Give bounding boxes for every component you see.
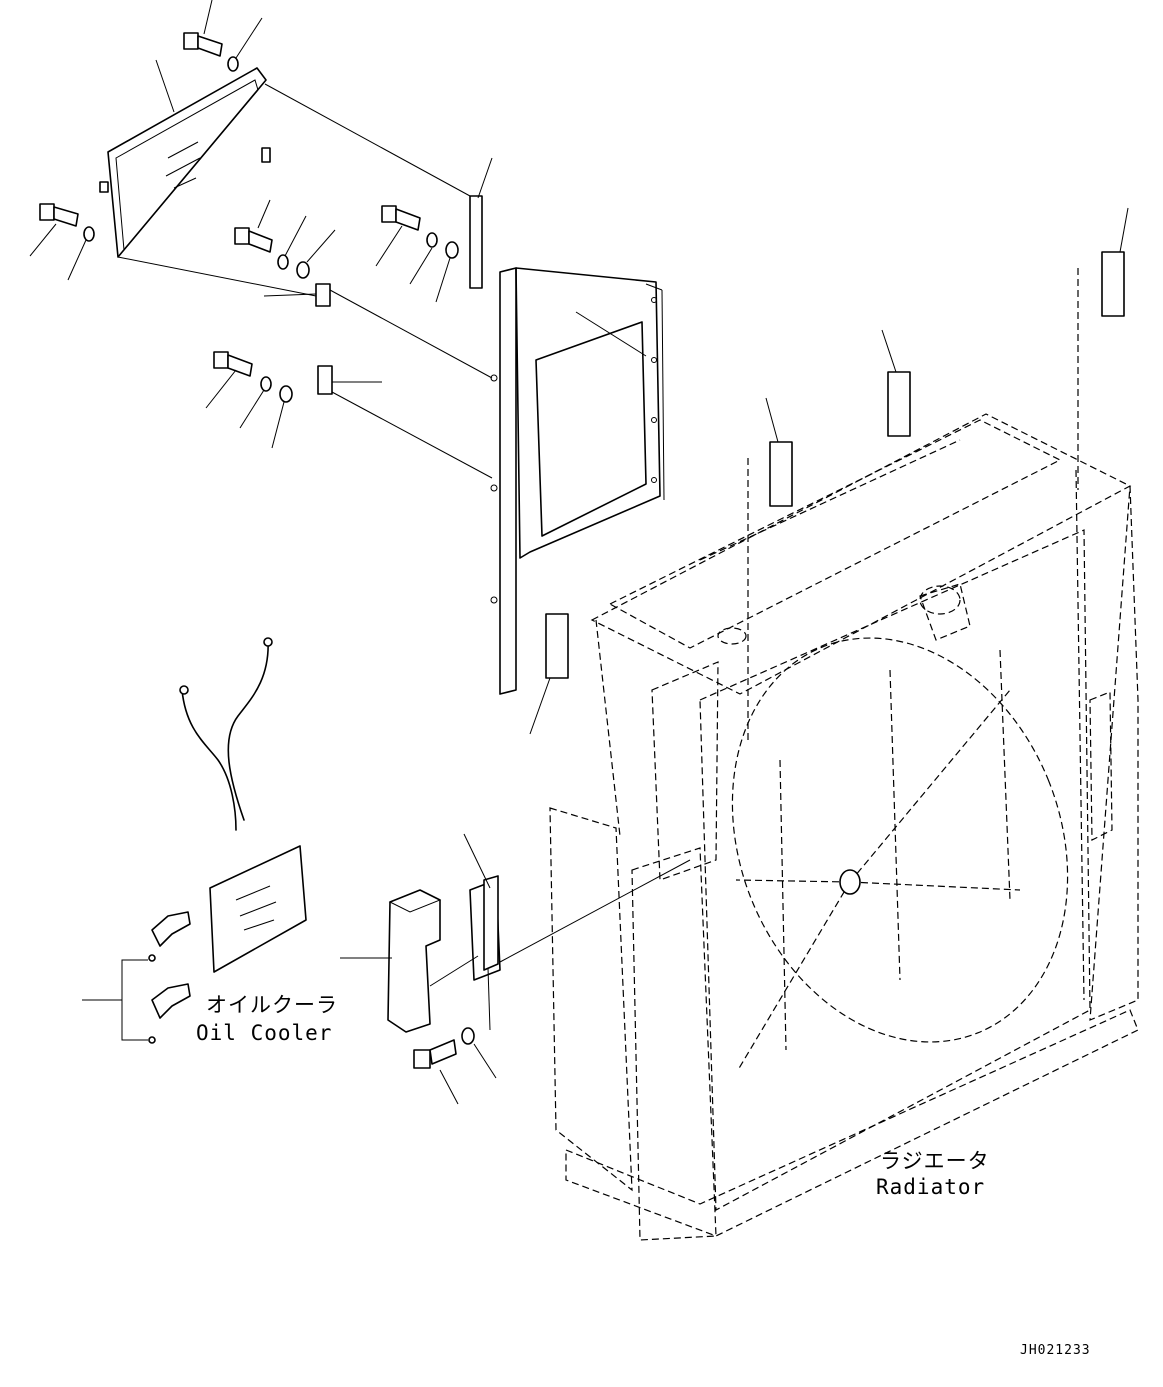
bracket-small-2 — [317, 365, 333, 395]
bolt-mid-1 — [234, 227, 310, 279]
pad-c — [747, 397, 793, 744]
cover-block — [340, 889, 479, 1033]
mounting-bracket — [463, 833, 691, 981]
drawing-code: JH021233 — [1020, 1343, 1091, 1358]
bolt-top — [183, 32, 239, 72]
pad-b — [881, 329, 911, 437]
pad-a — [1077, 207, 1129, 490]
bolt-bottom — [413, 967, 497, 1105]
pad-d — [529, 613, 569, 735]
bolt-left — [39, 203, 95, 242]
bracket-side — [469, 195, 483, 289]
leader-lines-top — [29, 0, 493, 479]
bolt-mid-2 — [381, 205, 459, 259]
oil-cooler-core — [99, 67, 271, 258]
radiator-jp-label: ラジエータ — [880, 1149, 990, 1173]
shroud-frame — [490, 267, 665, 695]
oil-cooler-en-label: Oil Cooler — [196, 1021, 332, 1045]
bolt-lower — [213, 351, 293, 403]
radiator-assembly — [549, 413, 1139, 1241]
oil-cooler-assembly — [82, 637, 307, 1044]
bracket-small-1 — [315, 283, 331, 307]
oil-cooler-jp-label: オイルクーラ — [206, 993, 338, 1017]
radiator-en-label: Radiator — [876, 1175, 985, 1199]
